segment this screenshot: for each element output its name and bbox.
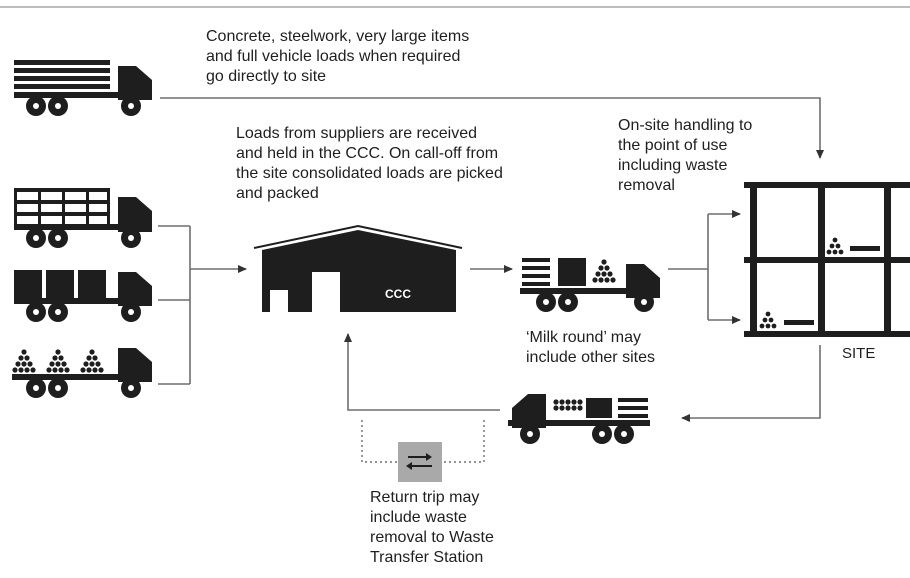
ccc-label: CCC [385,287,411,301]
milk-round-label: ‘Milk round’ may include other sites [526,329,655,366]
direct-delivery-label: Concrete, steelwork, very large items an… [206,28,470,85]
direct-route-arrow [160,97,824,159]
transfer-arrows-icon [398,442,442,482]
supplier-lorry-boxes-icon [14,270,152,322]
direct-delivery-lorry-icon [14,60,152,116]
supplier-collector-arrow [158,225,247,385]
ccc-warehouse-icon [253,224,463,312]
ccc-description-label: Loads from suppliers are received and he… [236,125,503,202]
supplier-lorry-lattice-icon [14,188,152,248]
site-label: SITE [842,345,876,362]
supplier-lorry-stacks-icon [12,348,152,398]
waste-transfer-branch [361,420,485,463]
site-building-icon [744,182,910,337]
return-to-ccc-arrow [344,333,500,411]
milk-round-lorry-icon [520,258,660,312]
return-lorry-icon [508,394,650,444]
site-return-arrow [681,345,821,422]
onsite-handling-label: On-site handling to the point of use inc… [618,117,753,194]
milk-round-to-site-arrow [668,210,741,324]
return-trip-label: Return trip may include waste removal to… [370,489,494,566]
